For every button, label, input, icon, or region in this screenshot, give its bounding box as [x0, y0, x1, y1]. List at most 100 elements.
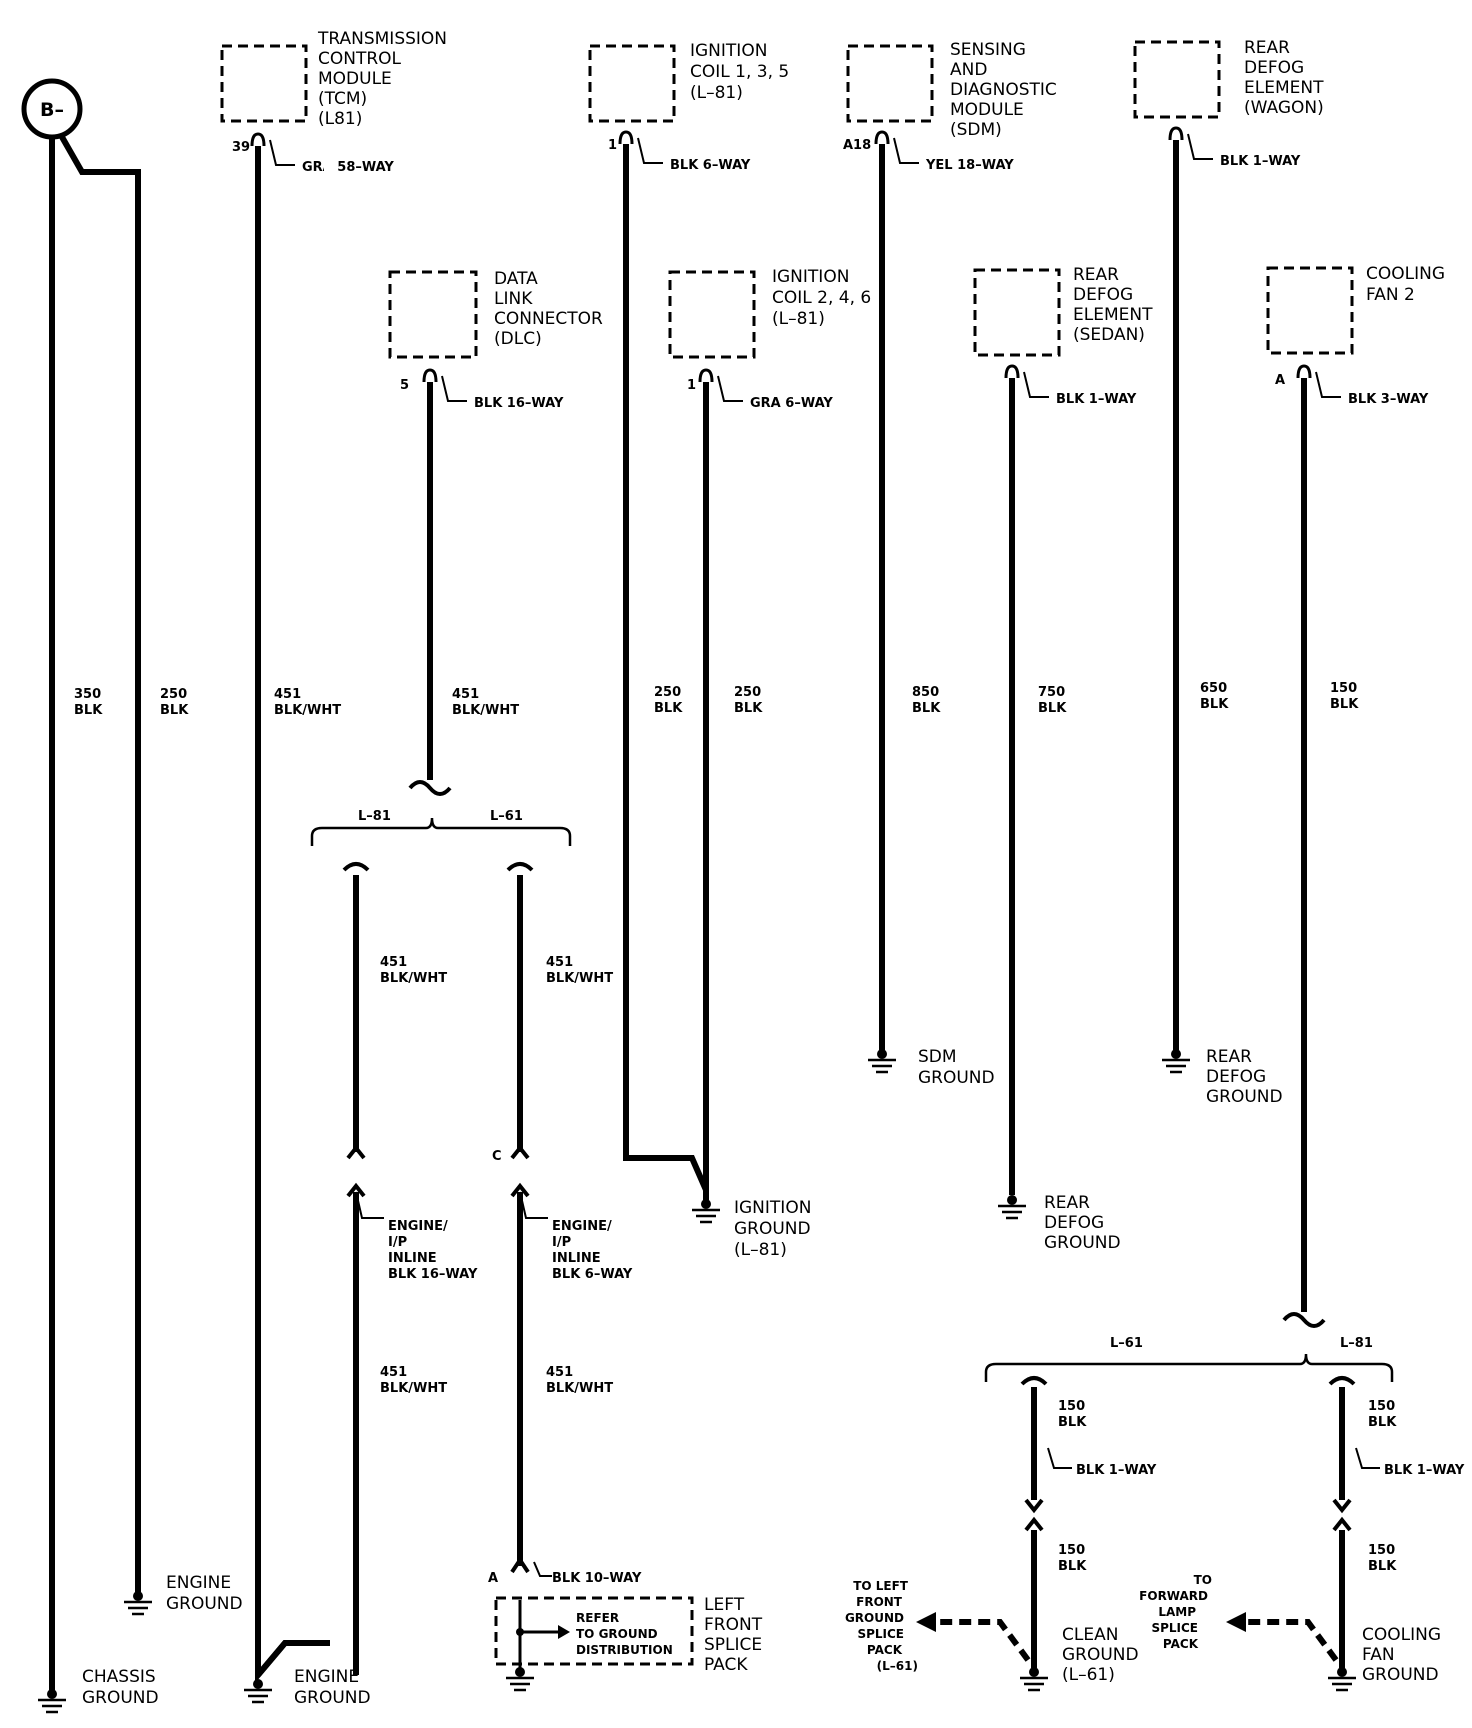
svg-text:GROUND: GROUND: [734, 1219, 811, 1239]
svg-text:ENGINE/: ENGINE/: [388, 1219, 448, 1234]
svg-text:BLK: BLK: [160, 703, 189, 718]
svg-text:451: 451: [546, 1365, 573, 1380]
engine-ground-1-symbol: [124, 1591, 152, 1616]
svg-text:COIL 1, 3, 5: COIL 1, 3, 5: [690, 62, 789, 82]
svg-text:250: 250: [734, 685, 761, 700]
svg-text:DISTRIBUTION: DISTRIBUTION: [576, 1643, 673, 1657]
svg-text:1: 1: [687, 378, 696, 393]
rear-sedan-box: [973, 268, 1061, 357]
svg-text:ELEMENT: ELEMENT: [1073, 305, 1153, 325]
svg-text:(DLC): (DLC): [494, 329, 542, 349]
svg-text:TO GROUND: TO GROUND: [576, 1627, 658, 1641]
svg-text:150: 150: [1368, 1543, 1395, 1558]
svg-text:L–61: L–61: [490, 809, 523, 824]
svg-text:GROUND: GROUND: [845, 1611, 904, 1625]
svg-text:BLK/WHT: BLK/WHT: [546, 971, 613, 986]
svg-text:750: 750: [1038, 685, 1065, 700]
chassis-ground-symbol: [38, 1689, 66, 1714]
coil246-label: IGNITION COIL 2, 4, 6 (L–81): [772, 267, 871, 329]
svg-text:MODULE: MODULE: [318, 69, 392, 89]
svg-text:MODULE: MODULE: [950, 100, 1024, 120]
sdm-box: [846, 44, 934, 123]
fan2-box: [1266, 266, 1354, 355]
svg-text:COIL 2, 4, 6: COIL 2, 4, 6: [772, 288, 871, 308]
svg-text:BLK/WHT: BLK/WHT: [380, 971, 447, 986]
dlc-box: [388, 270, 478, 359]
svg-text:GROUND: GROUND: [918, 1068, 995, 1088]
fan2-label: COOLING FAN 2: [1366, 264, 1445, 305]
splice-pack-ground-symbol: [506, 1667, 534, 1692]
svg-text:BLK: BLK: [1058, 1559, 1087, 1574]
svg-text:GROUND: GROUND: [1362, 1665, 1439, 1685]
engine-ground-2-symbol: [244, 1679, 272, 1704]
svg-text:L–61: L–61: [1110, 1336, 1143, 1351]
svg-text:(L–81): (L–81): [690, 83, 743, 103]
svg-text:PACK: PACK: [867, 1643, 903, 1657]
svg-text:BLK: BLK: [1058, 1415, 1087, 1430]
svg-text:451: 451: [380, 1365, 407, 1380]
ground-bus-b: B–: [21, 78, 83, 140]
svg-text:(TCM): (TCM): [318, 89, 367, 109]
option-labels: L–81 L–61 L–61 L–81: [358, 809, 1373, 1351]
svg-text:GROUND: GROUND: [294, 1688, 371, 1708]
svg-text:BLK: BLK: [654, 701, 683, 716]
svg-text:IGNITION: IGNITION: [690, 41, 767, 61]
svg-text:250: 250: [160, 687, 187, 702]
tcm-box: [220, 44, 308, 123]
sdm-ground-symbol: [868, 1049, 896, 1074]
svg-text:I/P: I/P: [388, 1235, 407, 1250]
svg-text:(L–61): (L–61): [1062, 1665, 1115, 1685]
svg-text:IGNITION: IGNITION: [772, 267, 849, 287]
svg-text:(L–81): (L–81): [734, 1240, 787, 1260]
svg-text:I/P: I/P: [552, 1235, 571, 1250]
cooling-fan-ground-symbol: [1328, 1667, 1356, 1692]
svg-text:REAR: REAR: [1073, 265, 1119, 285]
svg-text:LAMP: LAMP: [1158, 1605, 1196, 1619]
svg-text:SPLICE: SPLICE: [857, 1627, 904, 1641]
svg-text:REFER: REFER: [576, 1611, 619, 1625]
svg-text:A18: A18: [843, 138, 871, 153]
svg-text:L–81: L–81: [358, 809, 391, 824]
svg-text:LINK: LINK: [494, 289, 533, 309]
coil135-label: IGNITION COIL 1, 3, 5 (L–81): [690, 41, 789, 103]
svg-text:CLEAN: CLEAN: [1062, 1625, 1118, 1645]
svg-text:DEFOG: DEFOG: [1044, 1213, 1104, 1233]
svg-text:CHASSIS: CHASSIS: [82, 1667, 156, 1687]
svg-text:BLK 1–WAY: BLK 1–WAY: [1220, 154, 1301, 169]
svg-text:BLK 6–WAY: BLK 6–WAY: [552, 1267, 633, 1282]
rear-wagon-box: [1133, 40, 1221, 119]
svg-text:451: 451: [546, 955, 573, 970]
svg-text:FAN: FAN: [1362, 1645, 1395, 1665]
refer-note: REFER TO GROUND DISTRIBUTION: [576, 1611, 673, 1657]
engine-ground-2-wire: [255, 1640, 330, 1677]
svg-text:BLK 10–WAY: BLK 10–WAY: [552, 1571, 642, 1586]
svg-text:B–: B–: [40, 99, 64, 121]
connector-leaders: [269, 133, 1380, 1577]
coil135-box: [588, 44, 676, 123]
svg-text:SENSING: SENSING: [950, 40, 1026, 60]
svg-text:BLK/WHT: BLK/WHT: [546, 1381, 613, 1396]
svg-text:FORWARD: FORWARD: [1139, 1589, 1208, 1603]
svg-text:AND: AND: [950, 60, 987, 80]
svg-text:(L–81): (L–81): [772, 309, 825, 329]
svg-text:BLK 6–WAY: BLK 6–WAY: [670, 158, 751, 173]
svg-text:GROUND: GROUND: [1044, 1233, 1121, 1253]
rear-sedan-label: REAR DEFOG ELEMENT (SEDAN): [1073, 265, 1153, 345]
svg-text:(SDM): (SDM): [950, 120, 1002, 140]
svg-text:FAN 2: FAN 2: [1366, 285, 1415, 305]
svg-text:850: 850: [912, 685, 939, 700]
svg-text:TO LEFT: TO LEFT: [853, 1579, 909, 1593]
sdm-label: SENSING AND DIAGNOSTIC MODULE (SDM): [950, 40, 1057, 140]
svg-text:(L–61): (L–61): [877, 1659, 918, 1673]
svg-text:BLK 16–WAY: BLK 16–WAY: [474, 396, 564, 411]
svg-text:DATA: DATA: [494, 269, 538, 289]
svg-text:PACK: PACK: [704, 1655, 748, 1675]
wires: [49, 135, 1345, 1690]
svg-text:INLINE: INLINE: [388, 1251, 437, 1266]
svg-text:FRONT: FRONT: [856, 1595, 903, 1609]
to-left-front-note: TO LEFT FRONT GROUND SPLICE PACK (L–61): [845, 1579, 918, 1673]
rear-wagon-label: REAR DEFOG ELEMENT (WAGON): [1244, 38, 1324, 118]
svg-text:DEFOG: DEFOG: [1073, 285, 1133, 305]
option-braces: [310, 817, 1394, 1382]
svg-text:GRA 6–WAY: GRA 6–WAY: [750, 396, 833, 411]
